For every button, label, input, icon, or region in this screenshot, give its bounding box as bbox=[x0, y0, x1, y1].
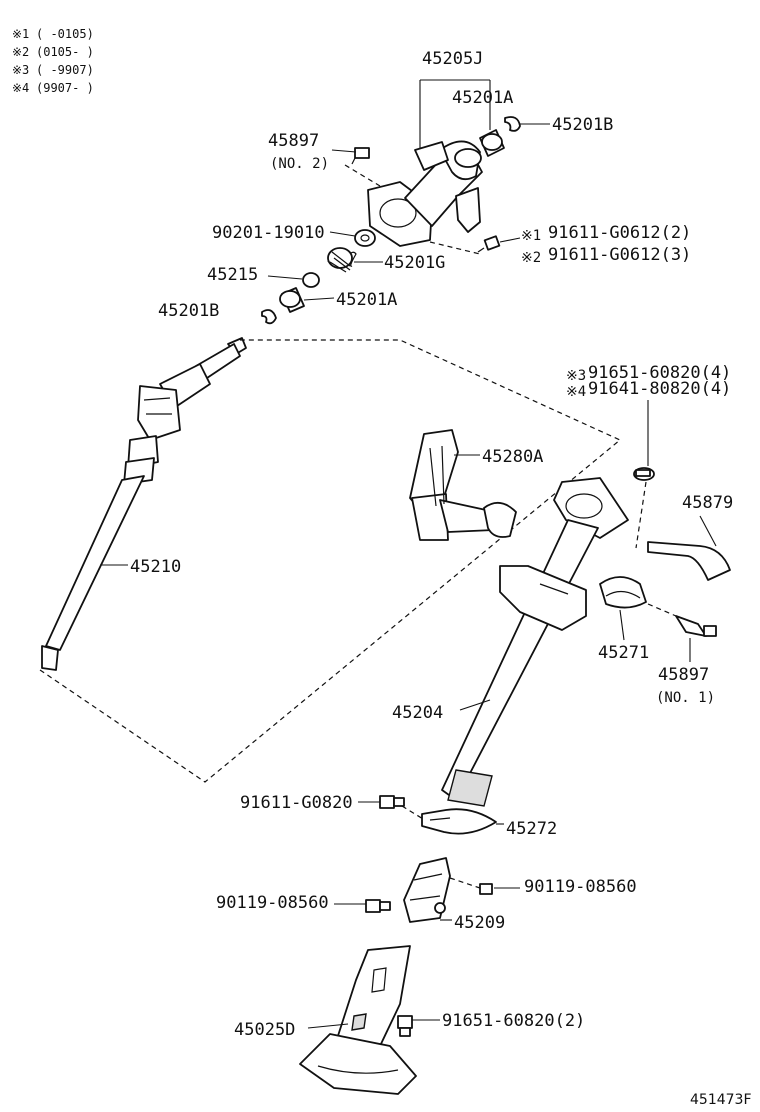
label-90119-08560-left: 90119-08560 bbox=[216, 893, 329, 913]
label-45879: 45879 bbox=[682, 493, 733, 513]
note-2-mark: ※2 bbox=[12, 45, 29, 59]
label-91641-80820-4: 91641-80820(4) bbox=[588, 379, 731, 399]
label-45280A: 45280A bbox=[482, 447, 543, 467]
note-2-text: (0105- ) bbox=[36, 45, 94, 59]
clamp-45272 bbox=[421, 808, 497, 835]
label-91651-60820-4: 91651-60820(4) bbox=[588, 363, 731, 383]
bushing-45201A-top bbox=[479, 129, 505, 157]
steering-shaft-45210 bbox=[41, 337, 247, 671]
bushing-45201A-bottom bbox=[279, 287, 305, 313]
bolt-91651-60820-2 bbox=[397, 1015, 413, 1037]
note-3-text: ( -9907) bbox=[36, 63, 94, 77]
bolt-45897-no1 bbox=[675, 615, 717, 637]
label-91611-G0612-2: 91611-G0612(2) bbox=[548, 223, 691, 243]
label-45204: 45204 bbox=[392, 703, 443, 723]
bolt-91611-G0820 bbox=[379, 795, 405, 809]
clip-45201B-bottom bbox=[261, 309, 277, 325]
label-45205J: 45205J bbox=[422, 49, 483, 69]
lower-column-45025D bbox=[299, 945, 417, 1095]
note-3-mark: ※3 bbox=[12, 63, 29, 77]
bolt-91651-91641 bbox=[633, 467, 655, 481]
note-4-text: (9907- ) bbox=[36, 81, 94, 95]
label-45272: 45272 bbox=[506, 819, 557, 839]
label-90119-08560-right: 90119-08560 bbox=[524, 877, 637, 897]
label-no2: (NO. 2) bbox=[270, 156, 329, 172]
column-tube-45204 bbox=[441, 477, 629, 807]
label-45271: 45271 bbox=[598, 643, 649, 663]
label-91651-60820-2: 91651-60820(2) bbox=[442, 1011, 585, 1031]
note-1-mark: ※1 bbox=[12, 27, 29, 41]
mark-1: ※1 bbox=[521, 228, 541, 244]
spring-45201G bbox=[327, 247, 357, 273]
date-notes: ※1 ( -0105) ※2 (0105- ) ※3 ( -9907) ※4 (… bbox=[12, 27, 94, 95]
label-45201A-top: 45201A bbox=[452, 88, 513, 108]
clip-45201B-top bbox=[504, 116, 521, 132]
upper-bracket-45205J bbox=[367, 140, 483, 247]
bolt-45897-no2 bbox=[351, 147, 370, 165]
label-91611-G0820: 91611-G0820 bbox=[240, 793, 353, 813]
label-91611-G0612-3: 91611-G0612(3) bbox=[548, 245, 691, 265]
label-45209: 45209 bbox=[454, 913, 505, 933]
label-45201A-bottom: 45201A bbox=[336, 290, 397, 310]
label-90201-19010: 90201-19010 bbox=[212, 223, 325, 243]
bolt-90119-left bbox=[365, 899, 391, 913]
bracket-45879 bbox=[647, 541, 731, 581]
label-45897-no2: 45897 bbox=[268, 131, 319, 151]
lock-housing-45280A bbox=[409, 429, 517, 541]
label-45201G: 45201G bbox=[384, 253, 445, 273]
figure-id: 451473F bbox=[690, 1092, 752, 1108]
label-45215: 45215 bbox=[207, 265, 258, 285]
washer-90201 bbox=[354, 229, 376, 247]
mark-2: ※2 bbox=[521, 250, 541, 266]
label-45201B-bottom: 45201B bbox=[158, 301, 219, 321]
note-1-text: ( -0105) bbox=[36, 27, 94, 41]
mark-4: ※4 bbox=[566, 384, 586, 400]
label-45201B-top: 45201B bbox=[552, 115, 613, 135]
universal-joint-45209 bbox=[403, 857, 451, 923]
mark-3: ※3 bbox=[566, 368, 586, 384]
label-45210: 45210 bbox=[130, 557, 181, 577]
ring-45215 bbox=[302, 272, 320, 288]
clamp-45271 bbox=[599, 576, 647, 609]
label-45897-no1: 45897 bbox=[658, 665, 709, 685]
label-no1: (NO. 1) bbox=[656, 690, 715, 706]
label-45025D: 45025D bbox=[234, 1020, 295, 1040]
note-4-mark: ※4 bbox=[12, 81, 29, 95]
bolt-90119-right bbox=[479, 883, 493, 895]
screw-91611-G0612 bbox=[477, 235, 501, 253]
